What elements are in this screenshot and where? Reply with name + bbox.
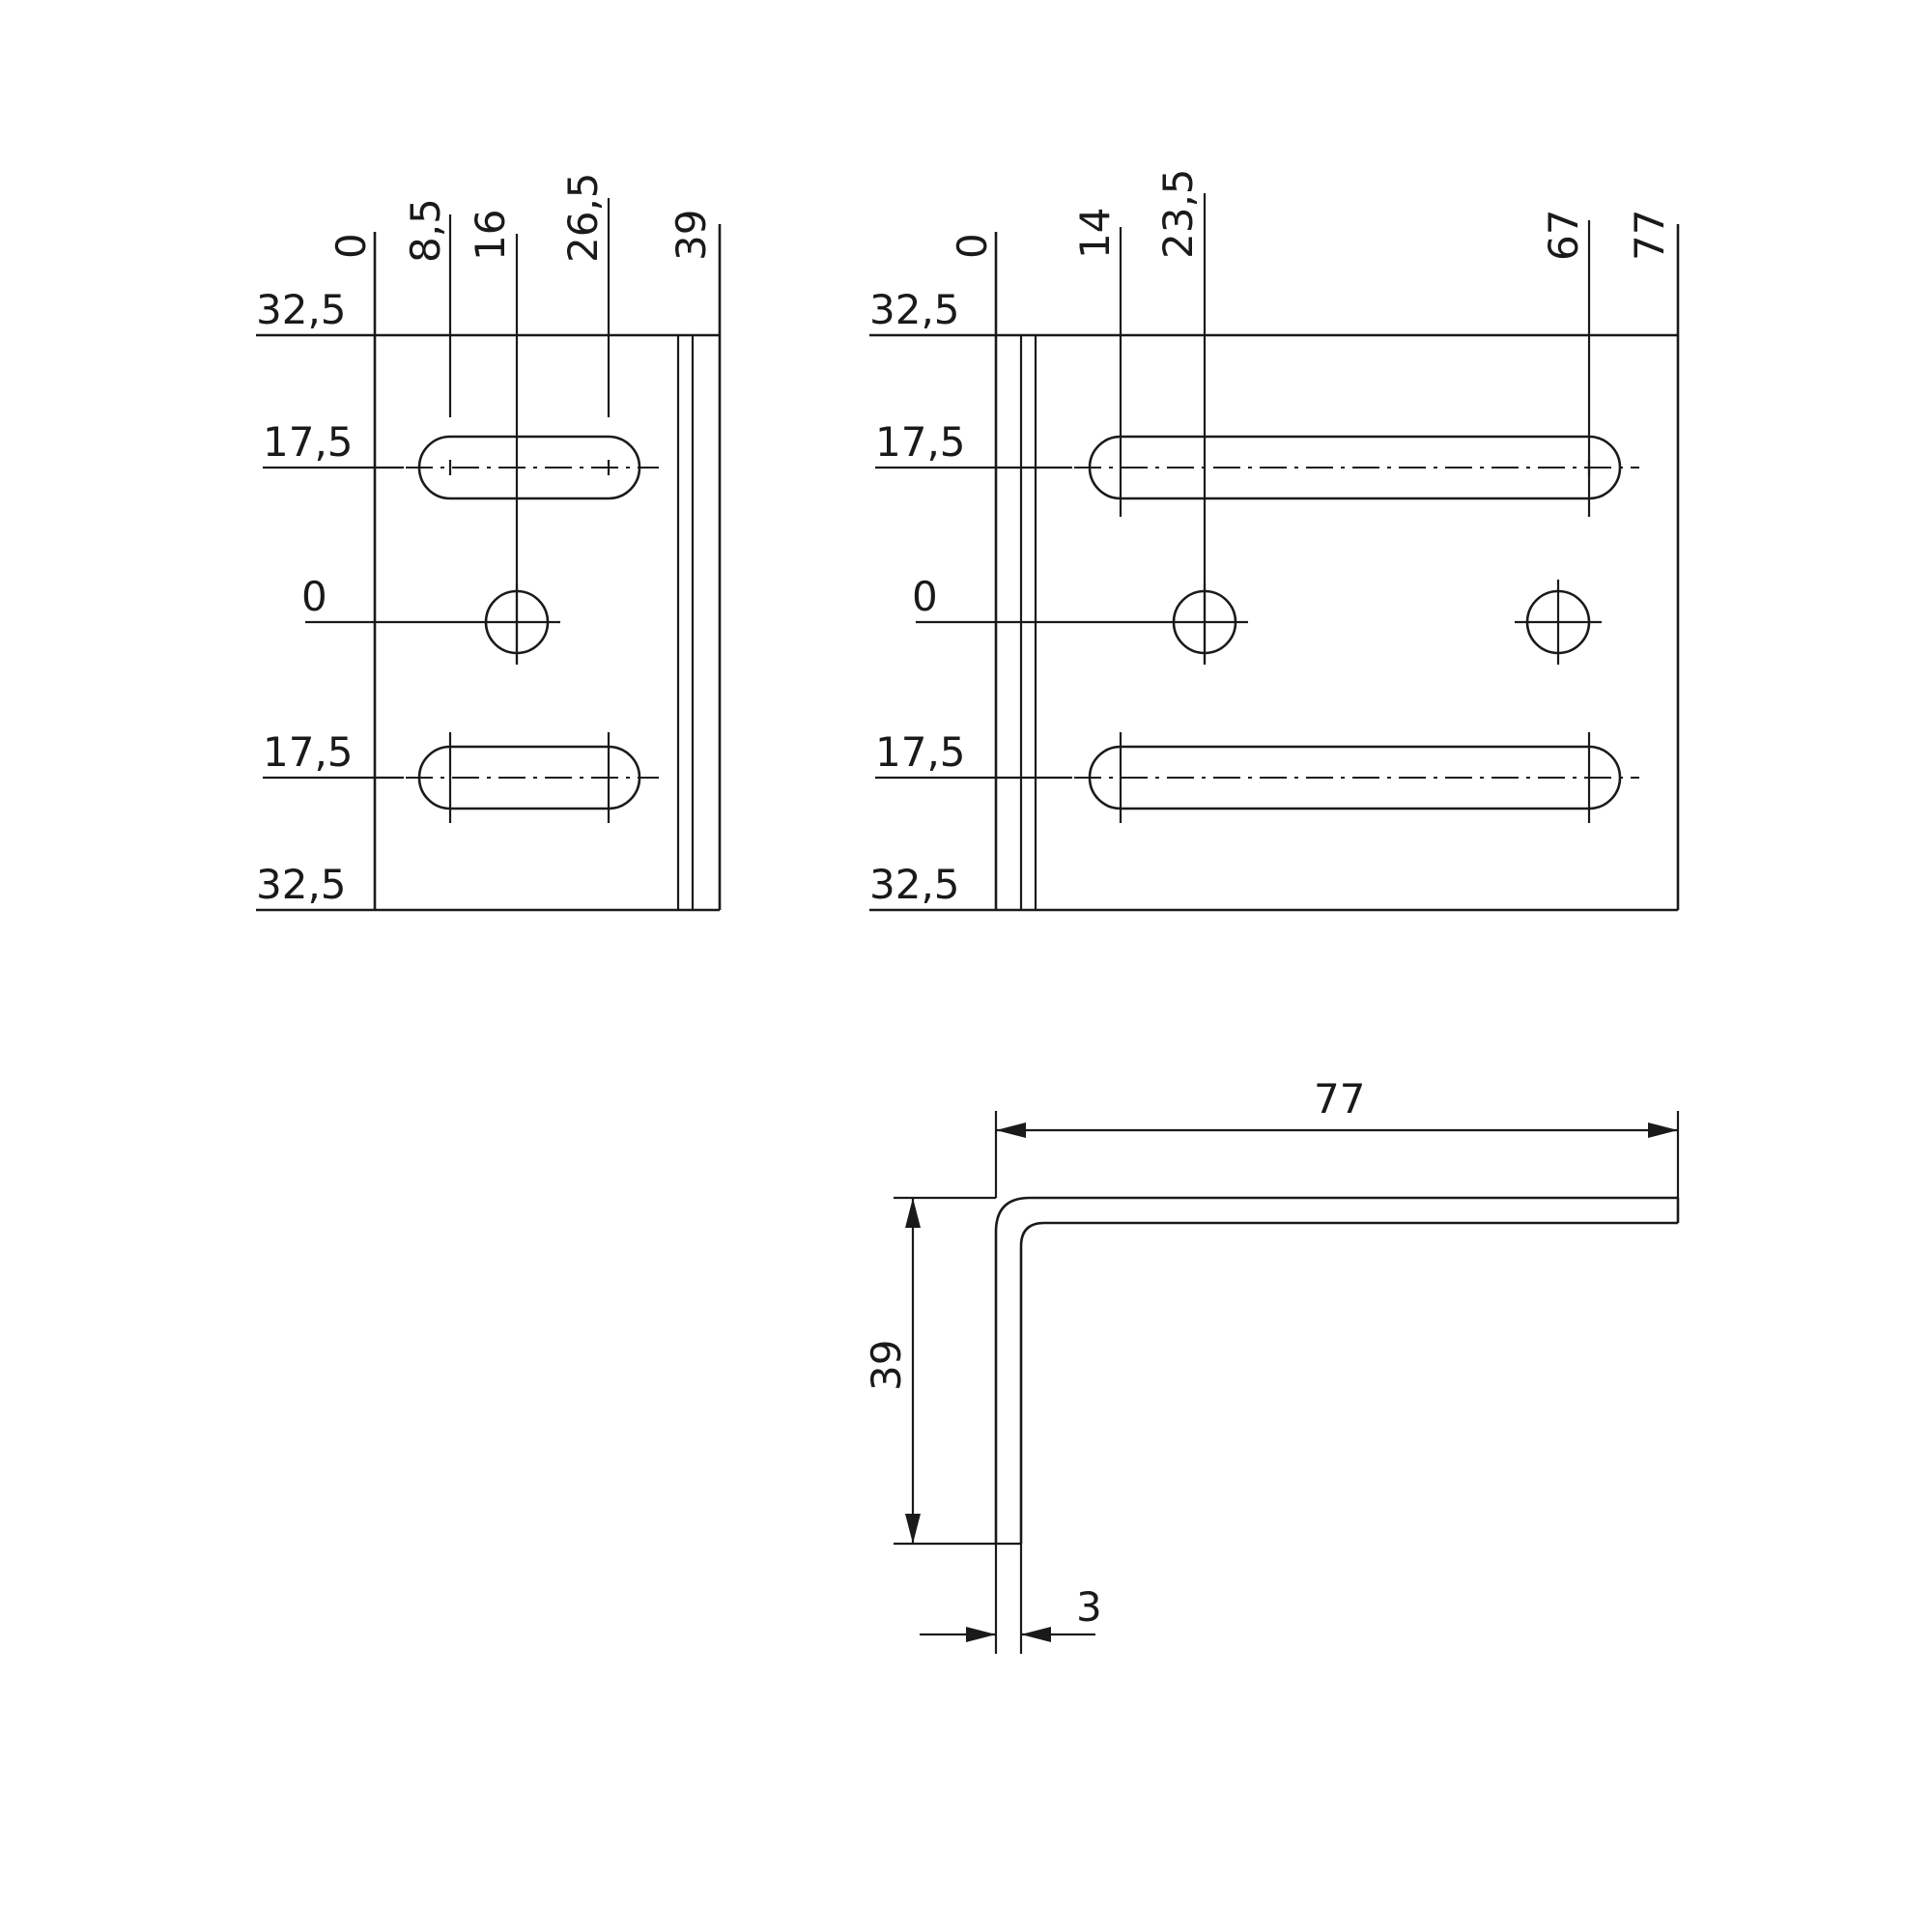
left-view: 0 8,5 16 26,5 39 32,5 17,5 0 17,5 32,5 xyxy=(256,172,722,912)
right-side-label-0: 0 xyxy=(912,573,938,620)
left-top-label-16: 16 xyxy=(467,210,514,261)
right-upper-slot xyxy=(1088,435,1622,500)
right-top-label-0: 0 xyxy=(949,233,996,259)
section-width-arrow-left xyxy=(996,1122,1026,1138)
right-side-label-17-5-top: 17,5 xyxy=(875,418,966,466)
left-upper-slot xyxy=(417,435,641,500)
right-top-label-77: 77 xyxy=(1626,210,1673,261)
section-view: 77 39 3 xyxy=(863,1075,1680,1654)
left-top-label-8-5: 8,5 xyxy=(402,198,449,263)
section-width-label: 77 xyxy=(1314,1075,1365,1122)
right-view: 0 14 23,5 67 77 32,5 17,5 0 17,5 32,5 xyxy=(869,168,1680,912)
left-side-label-32-5-top: 32,5 xyxy=(256,286,347,333)
left-top-label-0: 0 xyxy=(327,233,375,259)
section-profile-inner xyxy=(1019,1221,1678,1544)
right-top-label-67: 67 xyxy=(1540,210,1587,261)
left-side-label-32-5-bottom: 32,5 xyxy=(256,861,347,908)
left-side-label-17-5-bottom: 17,5 xyxy=(263,728,354,776)
section-height-arrow-bottom xyxy=(905,1514,921,1544)
section-height-label: 39 xyxy=(863,1340,910,1391)
section-height-arrow-top xyxy=(905,1198,921,1228)
section-profile-outer xyxy=(994,1196,1678,1544)
right-side-label-32-5-bottom: 32,5 xyxy=(869,861,960,908)
section-thickness-arrow-left xyxy=(966,1627,996,1642)
section-thickness-label: 3 xyxy=(1076,1583,1102,1631)
right-top-label-14: 14 xyxy=(1071,208,1119,259)
section-thickness-arrow-right xyxy=(1021,1627,1051,1642)
left-side-label-0: 0 xyxy=(301,573,327,620)
right-top-label-23-5: 23,5 xyxy=(1154,168,1202,259)
left-side-label-17-5-top: 17,5 xyxy=(263,418,354,466)
left-top-label-39: 39 xyxy=(668,210,715,261)
section-width-arrow-right xyxy=(1648,1122,1678,1138)
left-top-label-26-5: 26,5 xyxy=(559,172,607,263)
right-side-label-17-5-bottom: 17,5 xyxy=(875,728,966,776)
right-side-label-32-5-top: 32,5 xyxy=(869,286,960,333)
